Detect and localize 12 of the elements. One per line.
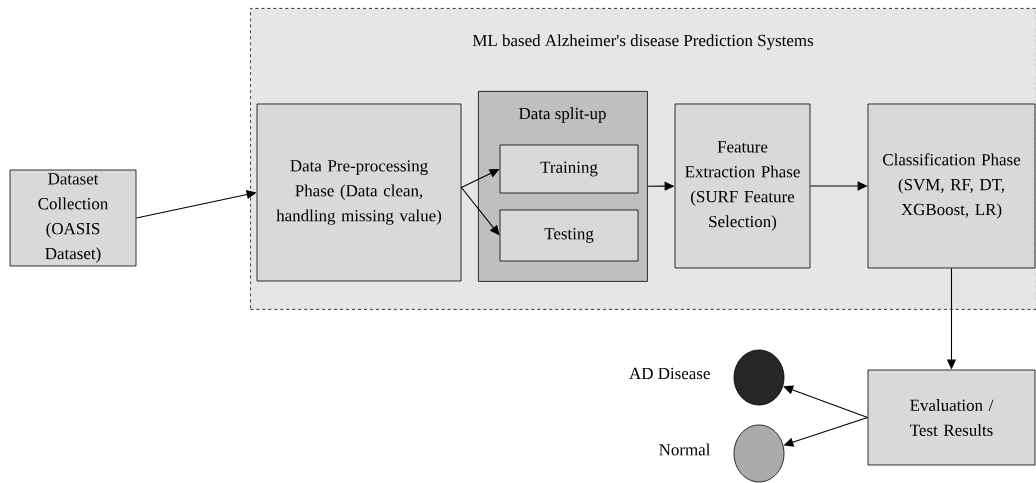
- process-box: Classification Phase (SVM, RF, DT, XGBoost, LR): [867, 103, 1036, 269]
- circle-marker: [733, 424, 785, 483]
- beside-label: AD Disease: [629, 367, 710, 380]
- arrow: [783, 385, 869, 419]
- process-box: Evaluation / Test Results: [867, 369, 1036, 466]
- process-box: Feature Extraction Phase (SURF Feature Selection): [674, 103, 811, 269]
- process-box: Testing: [499, 209, 639, 262]
- process-box: Dataset Collection (OASIS Dataset): [9, 169, 137, 267]
- process-box: Training: [499, 144, 639, 194]
- beside-label: Normal: [659, 443, 711, 456]
- circle-marker: [733, 349, 785, 406]
- process-box: Data Pre-processing Phase (Data clean, handling missing value): [256, 103, 462, 282]
